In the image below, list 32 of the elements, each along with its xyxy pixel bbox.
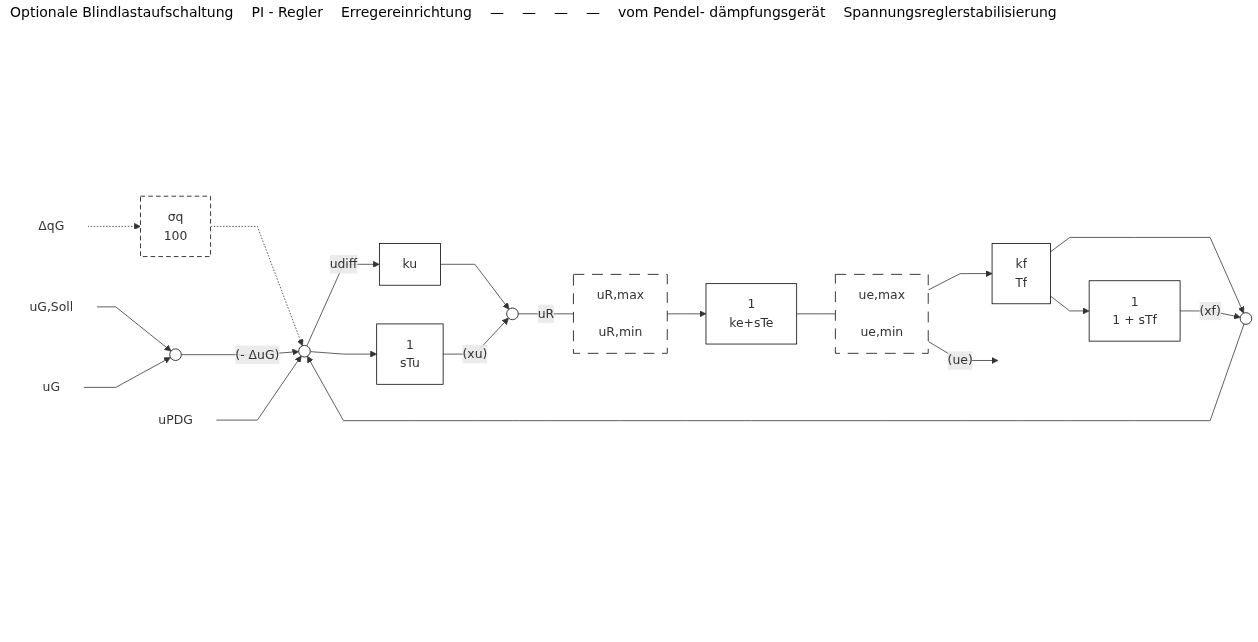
node-box: kf Tf	[991, 243, 1051, 305]
node-box: ue,max ue,min	[835, 274, 929, 355]
edge-label: udiff	[329, 256, 358, 272]
node-text: uPDG	[158, 412, 193, 428]
edge-label: (xf)	[1199, 303, 1221, 319]
node-box: 1 ke+sTe	[705, 283, 798, 345]
annotation-text: Erregereinrichtung	[340, 4, 472, 20]
node-circle	[298, 345, 311, 358]
node-text: uG	[42, 380, 61, 395]
connector	[796, 313, 836, 315]
annotation-text: —	[554, 4, 568, 20]
annotation-text: —	[522, 4, 536, 20]
annotation-text: Spannungsreglerstabilisierung	[843, 4, 1057, 20]
node-circle	[506, 308, 519, 321]
edge-label: uR	[537, 306, 555, 322]
node-circle	[169, 348, 182, 362]
annotation-text: —	[490, 4, 504, 20]
annotation-text: Optionale Blindlastaufschaltung	[10, 4, 234, 20]
node-box: σq 100	[140, 196, 211, 258]
node-box: uR,max uR,min	[573, 274, 668, 355]
node-circle	[1239, 312, 1253, 326]
edge-label: (ue)	[947, 353, 973, 368]
annotation-text: PI - Regler	[251, 4, 323, 20]
node-box: 1 sTu	[376, 323, 444, 386]
node-box: 1 1 + sTf	[1088, 280, 1181, 342]
edge-label: (xu)	[462, 346, 488, 362]
node-text: uG,Soll	[29, 299, 74, 315]
annotation-text: vom Pendel- dämpfungsgerät	[618, 4, 826, 20]
node-box: ku	[378, 243, 441, 286]
annotation-text: —	[586, 4, 600, 20]
edge-label: (- ΔuG)	[235, 347, 280, 363]
node-text: ΔqG	[38, 219, 65, 234]
